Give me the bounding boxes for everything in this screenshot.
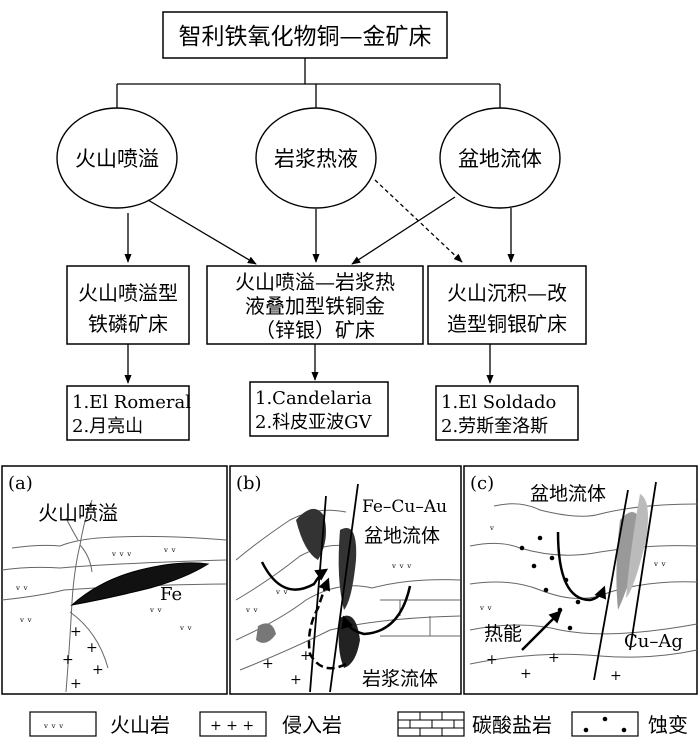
- svg-text:ᵥ ᵥ ᵥ: ᵥ ᵥ ᵥ: [111, 546, 131, 559]
- panel-b-basin-label: 盆地流体: [364, 525, 440, 547]
- legend-volcanic-label: 火山岩: [110, 713, 170, 737]
- legend: ᵥ ᵥ ᵥ 火山岩 + + + 侵入岩 碳酸盐岩 蚀变: [29, 711, 688, 737]
- orebody-b-4: [256, 623, 276, 643]
- svg-text:+: +: [548, 650, 560, 666]
- svg-text:+: +: [300, 648, 312, 664]
- legend-alteration-label: 蚀变: [648, 713, 688, 737]
- magmatic-flow-arrow: [307, 577, 347, 670]
- panel-a: ᵥ ᵥᵥ ᵥ ᵥ ᵥ ᵥᵥ ᵥ ᵥ ᵥᵥ ᵥ +++ ++ (a) 火山喷溢 F…: [1, 465, 228, 695]
- svg-text:+: +: [610, 668, 622, 684]
- type-box-2: [206, 265, 424, 345]
- legend-carbonate-swatch: [397, 711, 465, 737]
- svg-text:+ + +: + + +: [210, 718, 254, 734]
- svg-text:ᵥ ᵥ: ᵥ ᵥ: [479, 600, 492, 613]
- source-label-volcanic: 火山喷溢: [75, 147, 159, 171]
- example-3-line-2: 2.劳斯奎洛斯: [441, 416, 548, 437]
- example-1-line-2: 2.月亮山: [72, 416, 143, 437]
- example-box-1: [66, 385, 190, 441]
- example-2-line-2: 2.科皮亚波GV: [255, 412, 373, 433]
- svg-text:ᵥ ᵥ: ᵥ ᵥ: [653, 556, 666, 569]
- basin-flow-arrow-right: [341, 585, 412, 636]
- type-3-line-2: 造型铜银矿床: [447, 312, 567, 336]
- basin-flow-arrow-left: [260, 561, 329, 591]
- tree-connector: [116, 58, 501, 108]
- panel-c: ᵥ ᵥ ᵥ ᵥ ᵥ + + + + (c) 盆地流体 热能 Cu–Ag: [463, 465, 698, 695]
- svg-text:+: +: [486, 652, 498, 668]
- orebody-c-2: [626, 494, 648, 598]
- orebody-b-1: [296, 508, 326, 560]
- panel-a-label: 火山喷溢: [38, 501, 118, 525]
- panel-b-magma-label: 岩浆流体: [362, 668, 438, 690]
- legend-intrusive-swatch: [199, 711, 267, 737]
- panel-c-basin-label: 盆地流体: [530, 483, 606, 505]
- type-1-line-2: 铁磷矿床: [88, 312, 168, 336]
- legend-alteration-swatch: [571, 711, 639, 737]
- svg-text:+: +: [262, 656, 274, 672]
- svg-text:+: +: [70, 624, 82, 640]
- example-box-3: [435, 385, 579, 441]
- svg-text:+: +: [62, 652, 74, 668]
- svg-text:ᵥ ᵥ ᵥ: ᵥ ᵥ ᵥ: [43, 718, 63, 731]
- svg-text:ᵥ ᵥ: ᵥ ᵥ: [275, 584, 288, 597]
- panel-b-tag: (b): [236, 473, 262, 494]
- top-box: [162, 11, 448, 59]
- svg-text:ᵥ ᵥ: ᵥ ᵥ: [163, 542, 176, 555]
- source-label-magmatic: 岩浆热液: [274, 147, 358, 171]
- svg-text:ᵥ ᵥ ᵥ: ᵥ ᵥ ᵥ: [391, 558, 411, 571]
- source-ellipse-volcanic: [56, 107, 178, 209]
- legend-carbonate-bricks: [398, 712, 464, 736]
- legend-carbonate-label: 碳酸盐岩: [472, 713, 552, 737]
- panel-c-heat-label: 热能: [484, 623, 522, 645]
- fe-orebody: [70, 562, 210, 606]
- flow-arrows: [124, 179, 515, 265]
- panel-c-tag: (c): [470, 473, 494, 494]
- heat-arrow: [521, 610, 562, 651]
- svg-text:+: +: [86, 640, 98, 656]
- svg-text:+: +: [92, 662, 104, 678]
- type-box-3: [427, 265, 587, 345]
- panel-a-tag: (a): [8, 473, 33, 494]
- legend-intrusive-label: 侵入岩: [282, 713, 342, 737]
- source-ellipse-basin: [439, 107, 561, 209]
- panel-b: ᵥ ᵥ ᵥ ᵥ ᵥ ᵥ ᵥ + + + (b) Fe–Cu–Au 盆地流体 岩浆流体: [229, 465, 462, 695]
- example-arrows: [124, 344, 494, 384]
- svg-text:ᵥ ᵥ: ᵥ ᵥ: [19, 612, 32, 625]
- svg-text:+: +: [290, 672, 302, 688]
- svg-text:ᵥ: ᵥ: [489, 520, 494, 533]
- example-box-2: [249, 381, 389, 437]
- basin-flow-arrow-c: [556, 531, 607, 602]
- type-2-line-2: 液叠加型铁铜金: [245, 294, 385, 318]
- svg-text:ᵥ ᵥ: ᵥ ᵥ: [15, 580, 28, 593]
- legend-alteration-dots: [583, 716, 627, 733]
- type-1-line-1: 火山喷溢型: [78, 281, 178, 305]
- svg-text:ᵥ ᵥ: ᵥ ᵥ: [179, 620, 192, 633]
- source-label-basin: 盆地流体: [458, 147, 542, 171]
- panel-a-mineral: Fe: [160, 584, 182, 605]
- example-3-line-1: 1.El Soldado: [441, 392, 556, 413]
- panel-b-mineral: Fe–Cu–Au: [362, 497, 447, 517]
- svg-text:ᵥ ᵥ: ᵥ ᵥ: [149, 602, 162, 615]
- panel-c-mineral: Cu–Ag: [624, 631, 683, 652]
- example-2-line-1: 1.Candelaria: [255, 388, 372, 409]
- type-2-line-1: 火山喷溢—岩浆热: [235, 270, 395, 294]
- legend-volcanic-swatch: [29, 711, 97, 737]
- svg-text:+: +: [70, 676, 82, 692]
- svg-text:+: +: [520, 666, 532, 682]
- top-box-label: 智利铁氧化物铜—金矿床: [179, 24, 432, 50]
- type-box-1: [66, 265, 190, 345]
- type-2-line-3: （锌银）矿床: [255, 318, 375, 342]
- example-1-line-1: 1.El Romeral: [72, 392, 191, 413]
- svg-text:ᵥ ᵥ: ᵥ ᵥ: [245, 602, 258, 615]
- type-3-line-1: 火山沉积—改: [447, 281, 567, 305]
- source-ellipse-magmatic: [255, 107, 377, 209]
